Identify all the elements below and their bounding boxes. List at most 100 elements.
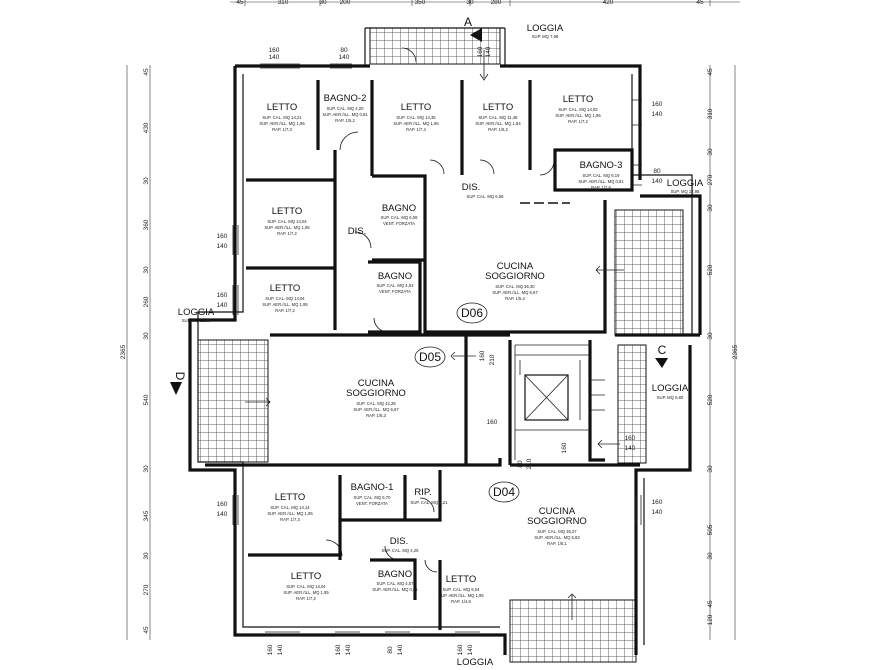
room-info: SUP. AER./ILL. MQ 1,95 bbox=[267, 511, 313, 516]
win-dim: 140 bbox=[217, 511, 228, 518]
room-info: SUP. AER./ILL. MQ 0,81 bbox=[578, 179, 624, 184]
dim-top-7: 280 bbox=[491, 0, 502, 6]
dim-left-8: 540 bbox=[143, 394, 150, 405]
win-dim: 160 bbox=[267, 644, 274, 655]
room-info: RAP. 1/7,2 bbox=[296, 596, 316, 601]
room-name: LETTO bbox=[272, 206, 302, 217]
room-name-2: SOGGIORNO bbox=[346, 388, 406, 399]
win-dim: 140 bbox=[467, 644, 474, 655]
dim-top-4: 200 bbox=[340, 0, 351, 6]
win-dim: 210 bbox=[526, 458, 533, 469]
dim-left-12: 270 bbox=[143, 584, 150, 595]
room-info: RAP. 1/6,3 bbox=[366, 413, 386, 418]
dim-left-13: 45 bbox=[143, 626, 150, 634]
loggia-right-top-info: SUP. MQ 12,98 bbox=[671, 189, 700, 194]
room-info: SUP. AER./ILL. MQ 1,95 bbox=[438, 593, 484, 598]
room-info: SUP. CAL. MQ 4,20 bbox=[327, 106, 365, 111]
room-rip: RIP. SUP. CAL. MQ 4,21 bbox=[411, 487, 449, 505]
room-name: LETTO bbox=[446, 574, 476, 585]
room-info: SUP. AER./ILL. MQ 6,67 bbox=[492, 290, 538, 295]
room-info: SUP. CAL. MQ 36,30 bbox=[495, 284, 535, 289]
room-name: BAGNO-3 bbox=[580, 160, 623, 171]
dim-left-2: 430 bbox=[143, 122, 150, 133]
direction-arrows bbox=[245, 50, 624, 620]
room-info: VENT. FORZATA bbox=[356, 501, 388, 506]
room-info: SUP. AER./ILL. MQ 5,83 bbox=[534, 535, 580, 540]
win-dim: 140 bbox=[277, 644, 284, 655]
win-dim: 160 bbox=[457, 644, 464, 655]
room-name: BAGNO-2 bbox=[324, 93, 367, 104]
dim-left-6: 260 bbox=[143, 296, 150, 307]
win-dim: 160 bbox=[217, 292, 228, 299]
section-marks: A C D bbox=[170, 15, 668, 395]
dim-right-10: 505 bbox=[707, 524, 714, 535]
room-bagno-1: BAGNO-1 SUP. CAL. MQ 5,70 VENT. FORZATA bbox=[351, 482, 394, 506]
room-info: SUP. CAL. MQ 42,29 bbox=[356, 401, 396, 406]
window-dimensions: 160 140 80 140 160 140 80 140 160 140 16… bbox=[217, 46, 663, 655]
dim-left-total: 2365 bbox=[120, 344, 127, 359]
win-dim: 140 bbox=[652, 509, 663, 516]
top-dimension-chain: 45 310 30 200 350 30 280 420 45 bbox=[230, 0, 740, 6]
room-info: SUP. AER./ILL. MQ 1,95 bbox=[262, 302, 308, 307]
room-info: SUP. AER./ILL. MQ 1,95 bbox=[283, 590, 329, 595]
room-info: RAP. 1/7,2 bbox=[277, 231, 297, 236]
room-letto-b: LETTO SUP. CAL. MQ 14,35 SUP. AER./ILL. … bbox=[393, 102, 439, 132]
room-letto-e: LETTO SUP. CAL. MQ 14,04 SUP. AER./ILL. … bbox=[264, 206, 310, 236]
room-info: RAP. 1/4,6 bbox=[451, 599, 471, 604]
win-dim: 80 bbox=[653, 168, 661, 175]
room-letto-h: LETTO SUP. CAL. MQ 14,04 SUP. AER./ILL. … bbox=[283, 571, 329, 601]
dim-top-1: 45 bbox=[236, 0, 244, 6]
room-info: SUP. CAL. MQ 4,21 bbox=[411, 500, 449, 505]
room-info: RAP. 1/7,2 bbox=[568, 119, 588, 124]
room-info: SUP. CAL. MQ 11,48 bbox=[479, 115, 519, 120]
win-dim: 140 bbox=[625, 445, 636, 452]
room-name: LETTO bbox=[270, 283, 300, 294]
room-info: SUP. CAL. MQ 14,02 bbox=[558, 107, 598, 112]
dim-left-5: 30 bbox=[143, 266, 150, 274]
room-dis-top: DIS. SUP. CAL. MQ 6,58 bbox=[462, 182, 504, 199]
room-info: SUP. AER./ILL. MQ 1,95 bbox=[259, 121, 305, 126]
win-dim: 160 bbox=[652, 499, 663, 506]
room-info: RAP. 1/7,2 bbox=[275, 308, 295, 313]
room-name: CUCINA bbox=[497, 261, 534, 272]
room-info: RAP. 1/7,6 bbox=[591, 185, 611, 190]
room-info: RAP. 1/7,3 bbox=[280, 517, 300, 522]
room-name: LETTO bbox=[267, 102, 297, 113]
room-cucina-d04: CUCINA SOGGIORNO SUP. CAL. MQ 35,27 SUP.… bbox=[527, 506, 587, 546]
dim-top-9: 45 bbox=[696, 0, 704, 6]
room-name: CUCINA bbox=[358, 378, 395, 389]
room-info: VENT. FORZATA bbox=[383, 221, 415, 226]
room-name: RIP. bbox=[414, 487, 431, 498]
room-info: SUP. AER./ILL. MQ 6,67 bbox=[353, 407, 399, 412]
win-dim: 160 bbox=[269, 47, 280, 54]
room-name-2: SOGGIORNO bbox=[485, 271, 545, 282]
win-dim: 80 bbox=[517, 460, 524, 468]
room-bagno-2: BAGNO-2 SUP. CAL. MQ 4,20 SUP. AER./ILL.… bbox=[322, 93, 368, 123]
dim-right-12: 120 bbox=[707, 614, 714, 625]
room-info: SUP. AER./ILL. MQ 1,84 bbox=[475, 121, 521, 126]
dim-right-9: 30 bbox=[707, 465, 714, 473]
room-letto-g: LETTO SUP. CAL. MQ 14,14 SUP. AER./ILL. … bbox=[267, 492, 313, 522]
win-dim: 160 bbox=[217, 233, 228, 240]
win-dim: 80 bbox=[340, 47, 348, 54]
room-name: CUCINA bbox=[539, 506, 576, 517]
room-cucina-d06: CUCINA SOGGIORNO SUP. CAL. MQ 36,30 SUP.… bbox=[485, 261, 545, 301]
win-dim: 80 bbox=[387, 646, 394, 654]
loggia-top-info: SUP. MQ 7,68 bbox=[532, 34, 559, 39]
dim-left-9: 30 bbox=[143, 465, 150, 473]
unit-tag-d05: D05 bbox=[419, 350, 441, 364]
door-swings bbox=[325, 47, 555, 573]
unit-tag-d04: D04 bbox=[493, 485, 515, 499]
room-info: SUP. AER./ILL. MQ 0,81 bbox=[322, 112, 368, 117]
room-cucina-d05: CUCINA SOGGIORNO SUP. CAL. MQ 42,29 SUP.… bbox=[346, 378, 406, 418]
room-info: SUP. CAL. MQ 14,04 bbox=[286, 584, 326, 589]
room-name: LETTO bbox=[291, 571, 321, 582]
room-info: SUP. CAL. MQ 9,04 bbox=[443, 587, 481, 592]
right-dimension-chain: 45 310 30 270 30 520 30 520 30 505 30 12… bbox=[707, 65, 739, 640]
dim-right-5: 30 bbox=[707, 204, 714, 212]
win-dim: 160 bbox=[477, 46, 484, 57]
room-info: SUP. AER./ILL. MQ 0,81 bbox=[372, 587, 418, 592]
room-bagno-b: BAGNO SUP. CAL. MQ 4,53 VENT. FORZATA bbox=[377, 271, 415, 294]
win-dim: 140 bbox=[652, 178, 663, 185]
